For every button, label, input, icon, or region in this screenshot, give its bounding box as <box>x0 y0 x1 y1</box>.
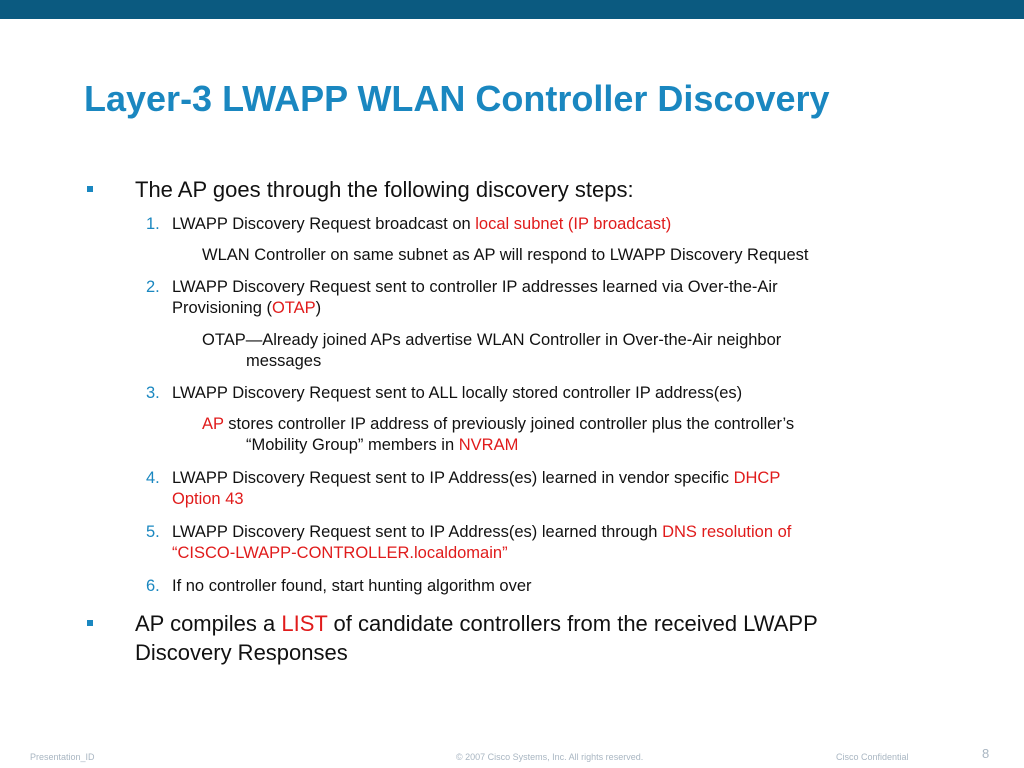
detail-highlight-nvram: NVRAM <box>458 436 519 454</box>
footer-presentation-id: Presentation_ID <box>30 752 95 762</box>
step-number: 4. <box>146 469 160 487</box>
step-1-detail: WLAN Controller on same subnet as AP wil… <box>202 245 942 266</box>
step-2-detail: OTAP—Already joined APs advertise WLAN C… <box>202 330 942 372</box>
footer-copyright: © 2007 Cisco Systems, Inc. All rights re… <box>456 752 644 762</box>
step-5: 5. LWAPP Discovery Request sent to IP Ad… <box>146 522 932 564</box>
step-highlight-line2: “CISCO-LWAPP-CONTROLLER.localdomain” <box>172 544 508 562</box>
step-6: 6. If no controller found, start hunting… <box>146 576 932 597</box>
step-number: 3. <box>146 384 160 402</box>
step-text: LWAPP Discovery Request sent to IP Addre… <box>172 469 734 487</box>
step-3-detail: AP stores controller IP address of previ… <box>202 414 942 456</box>
step-text: LWAPP Discovery Request sent to IP Addre… <box>172 523 663 541</box>
detail-text-line2: “Mobility Group” members in NVRAM <box>202 435 942 456</box>
step-2: 2. LWAPP Discovery Request sent to contr… <box>146 277 932 319</box>
step-text-line1: LWAPP Discovery Request sent to controll… <box>172 278 778 296</box>
step-number: 2. <box>146 278 160 296</box>
detail-highlight-ap: AP <box>202 415 224 433</box>
step-number: 5. <box>146 523 160 541</box>
bullet-text-end: of candidate controllers from the receiv… <box>327 611 818 636</box>
square-bullet-icon <box>87 620 93 626</box>
detail-text-line1: stores controller IP address of previous… <box>223 415 795 433</box>
detail-text-line2-start: “Mobility Group” members in <box>246 436 459 454</box>
step-text-line2: Provisioning ( <box>172 299 272 317</box>
top-banner <box>0 0 1024 19</box>
bullet-text: The AP goes through the following discov… <box>135 177 634 202</box>
step-text-line2-end: ) <box>315 299 322 317</box>
detail-text-line1: OTAP—Already joined APs advertise WLAN C… <box>202 331 782 349</box>
bullet-candidate-list: AP compiles a LIST of candidate controll… <box>87 609 955 667</box>
step-1: 1. LWAPP Discovery Request broadcast on … <box>146 214 932 235</box>
step-highlight: OTAP <box>271 299 316 317</box>
bullet-discovery-steps: The AP goes through the following discov… <box>87 175 955 204</box>
step-number: 1. <box>146 215 160 233</box>
step-highlight-line1: DNS resolution of <box>662 523 792 541</box>
slide-title: Layer-3 LWAPP WLAN Controller Discovery <box>84 78 830 119</box>
step-highlight-line1: DHCP <box>733 469 781 487</box>
detail-text: WLAN Controller on same subnet as AP wil… <box>202 246 809 264</box>
bullet-text-line2: Discovery Responses <box>135 640 348 665</box>
step-text: If no controller found, start hunting al… <box>172 577 532 595</box>
detail-text-line2: messages <box>246 352 322 370</box>
step-highlight-line2: Option 43 <box>172 490 244 508</box>
step-4: 4. LWAPP Discovery Request sent to IP Ad… <box>146 468 932 510</box>
step-text: LWAPP Discovery Request sent to ALL loca… <box>172 384 743 402</box>
bullet-highlight: LIST <box>281 611 328 636</box>
step-text: LWAPP Discovery Request broadcast on <box>172 215 476 233</box>
step-number: 6. <box>146 577 160 595</box>
page-number: 8 <box>982 746 990 761</box>
step-highlight: local subnet (IP broadcast) <box>475 215 672 233</box>
step-3: 3. LWAPP Discovery Request sent to ALL l… <box>146 383 932 404</box>
footer-confidential: Cisco Confidential <box>836 752 909 762</box>
square-bullet-icon <box>87 186 93 192</box>
bullet-text: AP compiles a <box>135 611 282 636</box>
